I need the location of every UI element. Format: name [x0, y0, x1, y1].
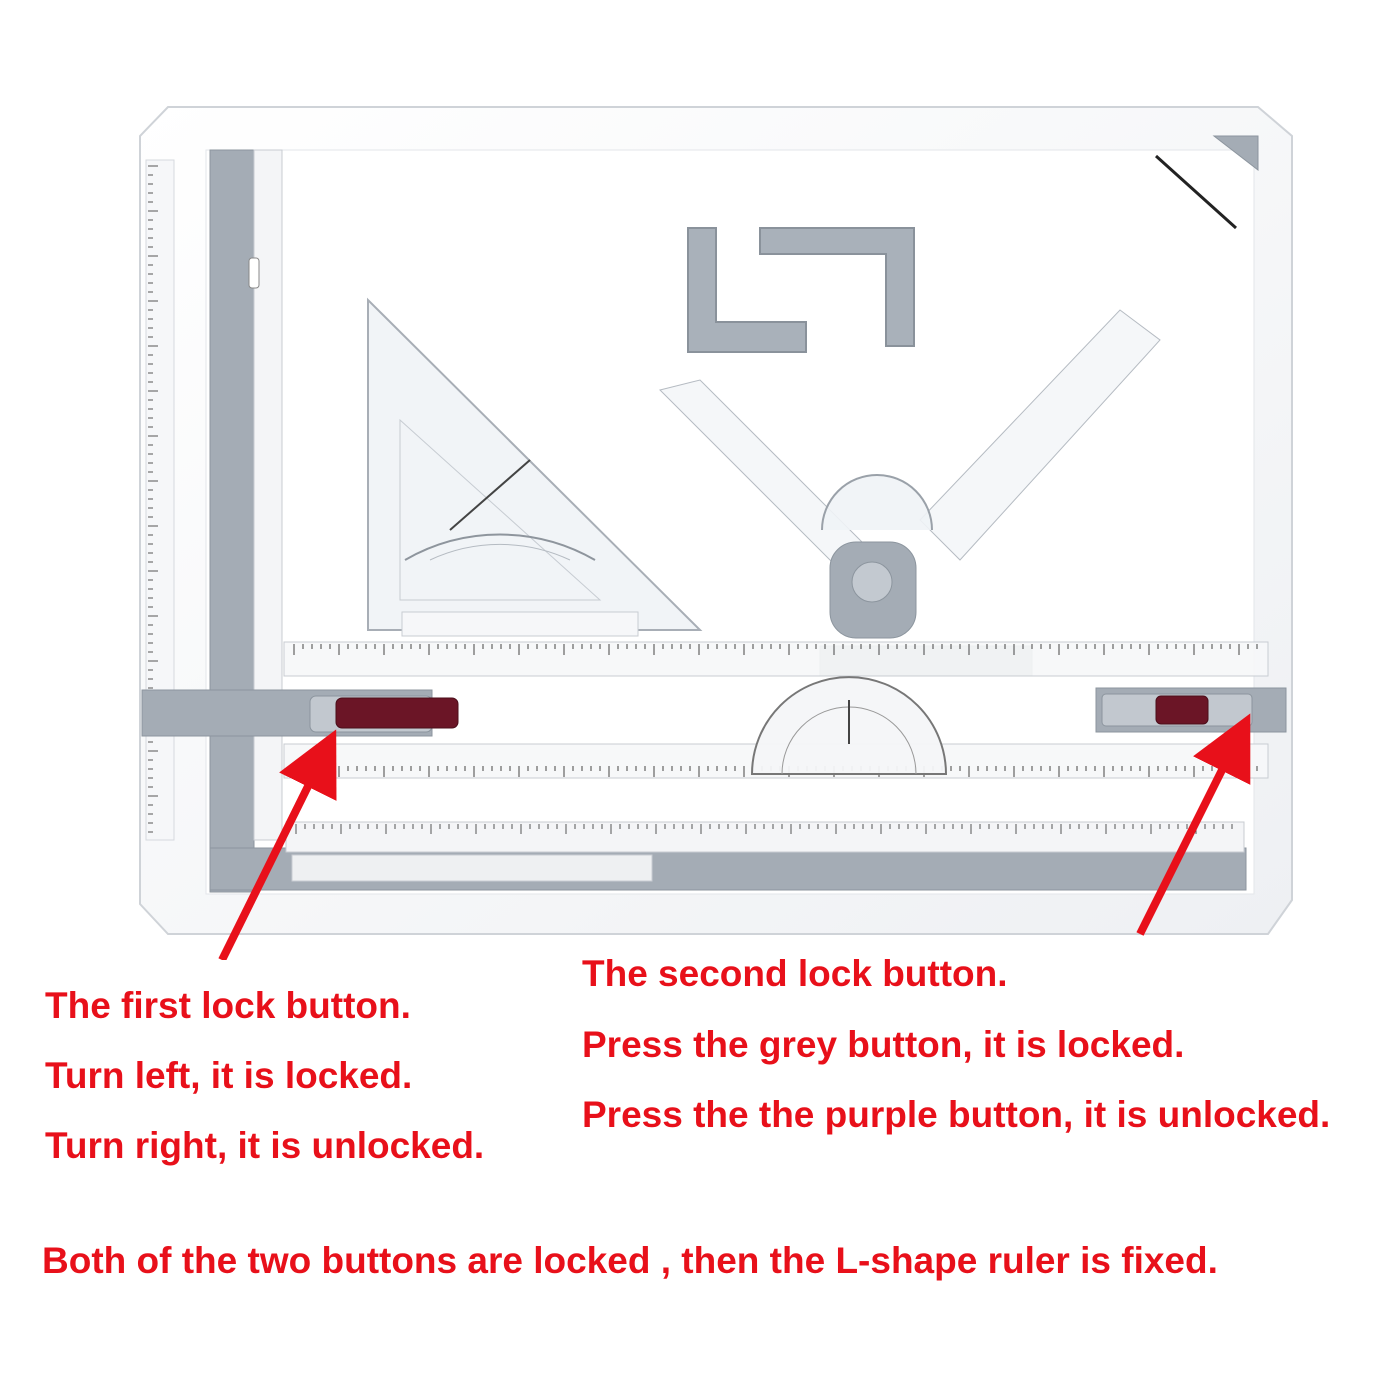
set-square	[367, 297, 703, 637]
corner-clip	[1154, 135, 1259, 230]
first-lock-caption-line-1: The first lock button.	[45, 985, 411, 1026]
first-lock-caption-line-2: Turn left, it is locked.	[45, 1055, 413, 1096]
paper-clips	[687, 227, 915, 353]
first-lock-button	[141, 689, 459, 737]
left-vertical-scale	[145, 159, 175, 841]
first-lock-arrow	[218, 729, 337, 960]
bottom-rail	[209, 821, 1247, 891]
vertical-rail	[209, 149, 283, 893]
second-lock-caption-line-3: Press the the purple button, it is unloc…	[582, 1094, 1331, 1135]
second-lock-arrow	[1136, 713, 1251, 936]
second-lock-caption-line-2: Press the grey button, it is locked.	[582, 1024, 1185, 1065]
ruler-protractor	[750, 676, 948, 775]
second-lock-caption-line-1: The second lock button.	[582, 953, 1008, 994]
drawing-board-illustration	[139, 106, 1293, 960]
summary-caption: Both of the two buttons are locked , the…	[42, 1240, 1218, 1281]
first-lock-caption-line-3: Turn right, it is unlocked.	[45, 1125, 485, 1166]
second-lock-button	[1095, 687, 1287, 733]
